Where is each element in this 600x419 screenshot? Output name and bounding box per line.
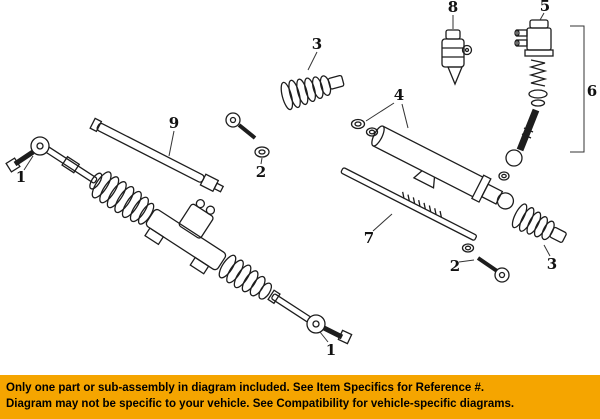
- valve-input-shaft-group: [498, 59, 548, 181]
- callout-3-upper: 3: [312, 35, 322, 53]
- rack-housing-tube: [371, 125, 515, 210]
- callout-8: 8: [448, 0, 458, 16]
- callout-6: 6: [587, 82, 597, 100]
- disclaimer-line-2: Diagram may not be specific to your vehi…: [6, 398, 515, 410]
- callout-1-left: 1: [16, 168, 26, 186]
- leader-lines: [23, 12, 551, 343]
- callout-2-lower: 2: [450, 257, 460, 275]
- callout-3-right: 3: [547, 255, 557, 273]
- callout-9: 9: [169, 114, 179, 132]
- callout-5: 5: [540, 0, 550, 15]
- rack-bar: [340, 167, 477, 241]
- inner-tie-rod-upper: [225, 112, 270, 158]
- bellows-boot-right: [511, 203, 567, 243]
- parts-diagram: 1 1 2 2 3 3 4 5 6 7 8 9: [5, 0, 597, 359]
- inner-tie-rod-lower: [476, 256, 510, 283]
- callout-7: 7: [364, 229, 374, 247]
- solenoid-valve: [441, 29, 473, 86]
- outer-tie-rod-end-bottom: [306, 314, 353, 345]
- callout-2-upper: 2: [256, 163, 266, 181]
- steering-rack-assembly: [39, 143, 315, 325]
- bracket-6: [570, 25, 585, 153]
- rack-end-washer: [461, 243, 475, 253]
- outer-tie-rod-end-left: [5, 136, 50, 173]
- disclaimer-line-1: Only one part or sub-assembly in diagram…: [6, 382, 485, 394]
- disclaimer-banner: Only one part or sub-assembly in diagram…: [0, 375, 600, 419]
- callout-1-bottom: 1: [326, 341, 336, 359]
- steering-damper: [89, 117, 225, 193]
- callout-4: 4: [394, 86, 404, 104]
- seal-washers: [350, 118, 379, 137]
- control-valve-cap: [514, 19, 554, 57]
- bellows-boot-upper: [280, 74, 345, 111]
